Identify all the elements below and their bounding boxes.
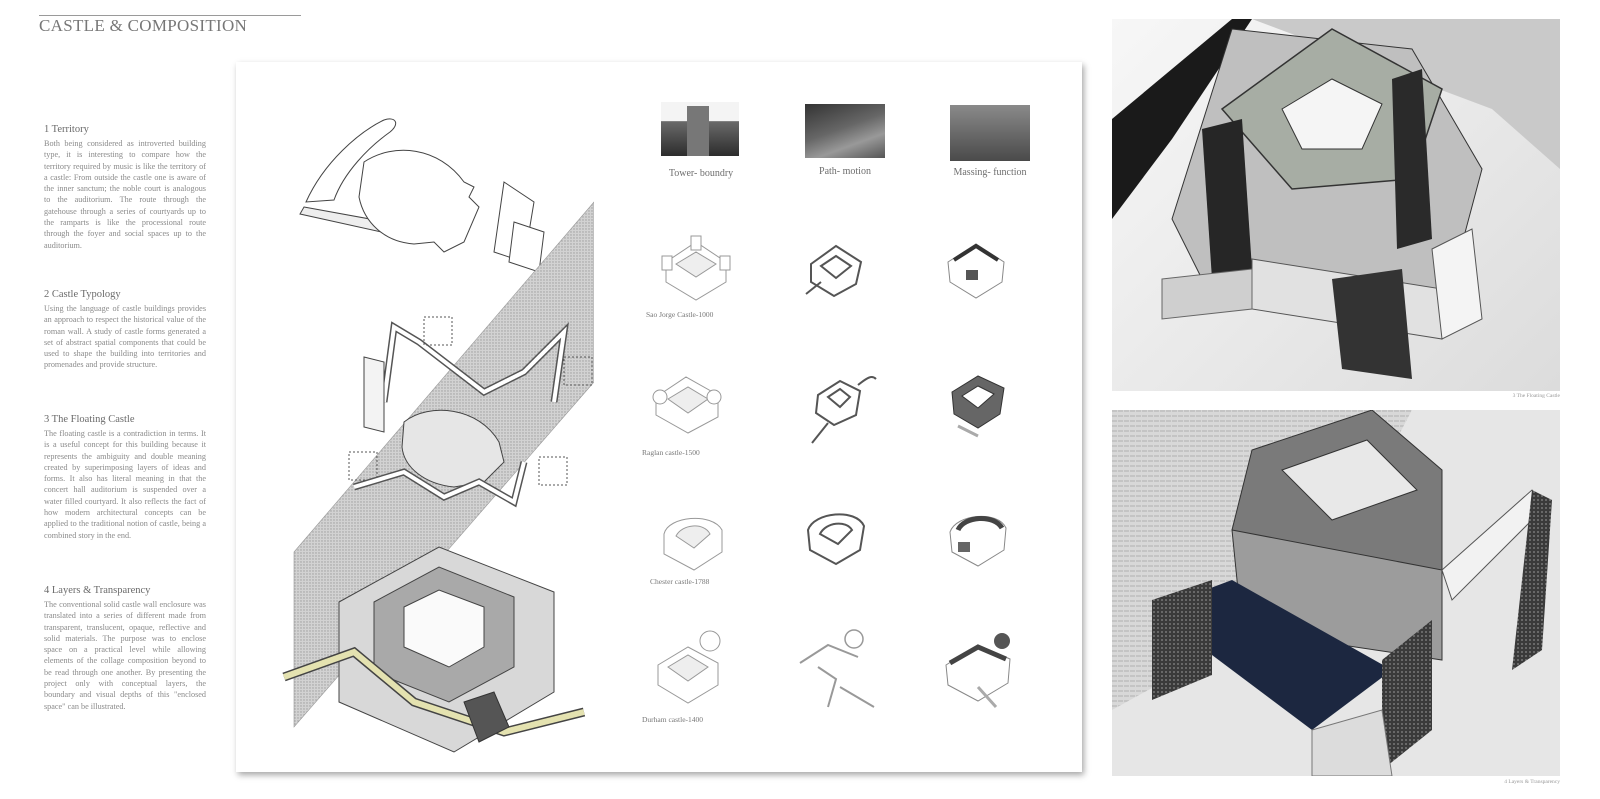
render-caption-layers-transparency: 4 Layers & Transparency — [1504, 779, 1560, 785]
sao-jorge-tower-diagram — [661, 235, 731, 301]
durham-tower-diagram — [657, 630, 721, 704]
section-heading: 1 Territory — [44, 124, 89, 135]
section-heading: 3 The Floating Castle — [44, 414, 135, 425]
layers-transparency-illustration — [1112, 410, 1552, 776]
tower-shape — [687, 106, 709, 156]
sao-jorge-massing-diagram — [947, 243, 1005, 299]
castle-label-chester: Chester castle-1788 — [650, 577, 710, 586]
render-caption-floating-castle: 3 The Floating Castle — [1512, 393, 1560, 399]
durham-path-diagram — [799, 629, 875, 708]
durham-massing-diagram — [945, 633, 1011, 709]
layers-transparency-render — [1112, 410, 1560, 776]
castle-label-sao-jorge: Sao Jorge Castle-1000 — [646, 310, 714, 319]
path-photo — [805, 104, 885, 158]
section-floating-castle: 3 The Floating Castle The floating castl… — [44, 414, 206, 541]
section-castle-typology: 2 Castle Typology Using the language of … — [44, 289, 206, 371]
floating-castle-illustration — [1112, 19, 1560, 379]
raglan-path-diagram — [811, 376, 877, 444]
castle-label-raglan: Raglan castle-1500 — [642, 448, 700, 457]
chester-massing-diagram — [949, 515, 1007, 567]
section-body: Both being considered as introverted bui… — [44, 139, 206, 250]
column-label-path: Path- motion — [819, 166, 871, 177]
massing-photo — [950, 105, 1030, 161]
section-heading: 4 Layers & Transparency — [44, 585, 151, 596]
section-body: Using the language of castle buildings p… — [44, 304, 206, 370]
raglan-massing-diagram — [951, 375, 1005, 438]
section-body: The conventional solid castle wall enclo… — [44, 600, 206, 711]
chester-tower-diagram — [663, 517, 723, 571]
floating-castle-render — [1112, 19, 1560, 391]
title-rule — [39, 15, 301, 16]
section-body: The floating castle is a contradiction i… — [44, 429, 206, 540]
column-label-massing: Massing- function — [953, 167, 1027, 178]
chester-path-diagram — [806, 513, 866, 566]
castle-label-durham: Durham castle-1400 — [642, 715, 704, 724]
tower-photo — [661, 102, 739, 156]
sao-jorge-path-diagram — [805, 244, 863, 298]
center-panel: Tower- boundry Path- motion Massing- fun… — [236, 62, 1082, 772]
section-territory: 1 Territory Both being considered as int… — [44, 124, 206, 251]
column-label-tower: Tower- boundry — [668, 168, 734, 179]
section-heading: 2 Castle Typology — [44, 289, 121, 300]
exploded-axonometric-drawing — [282, 118, 594, 753]
raglan-tower-diagram — [652, 376, 722, 434]
page-title: CASTLE & COMPOSITION — [39, 16, 248, 35]
section-layers-transparency: 4 Layers & Transparency The conventional… — [44, 585, 206, 712]
